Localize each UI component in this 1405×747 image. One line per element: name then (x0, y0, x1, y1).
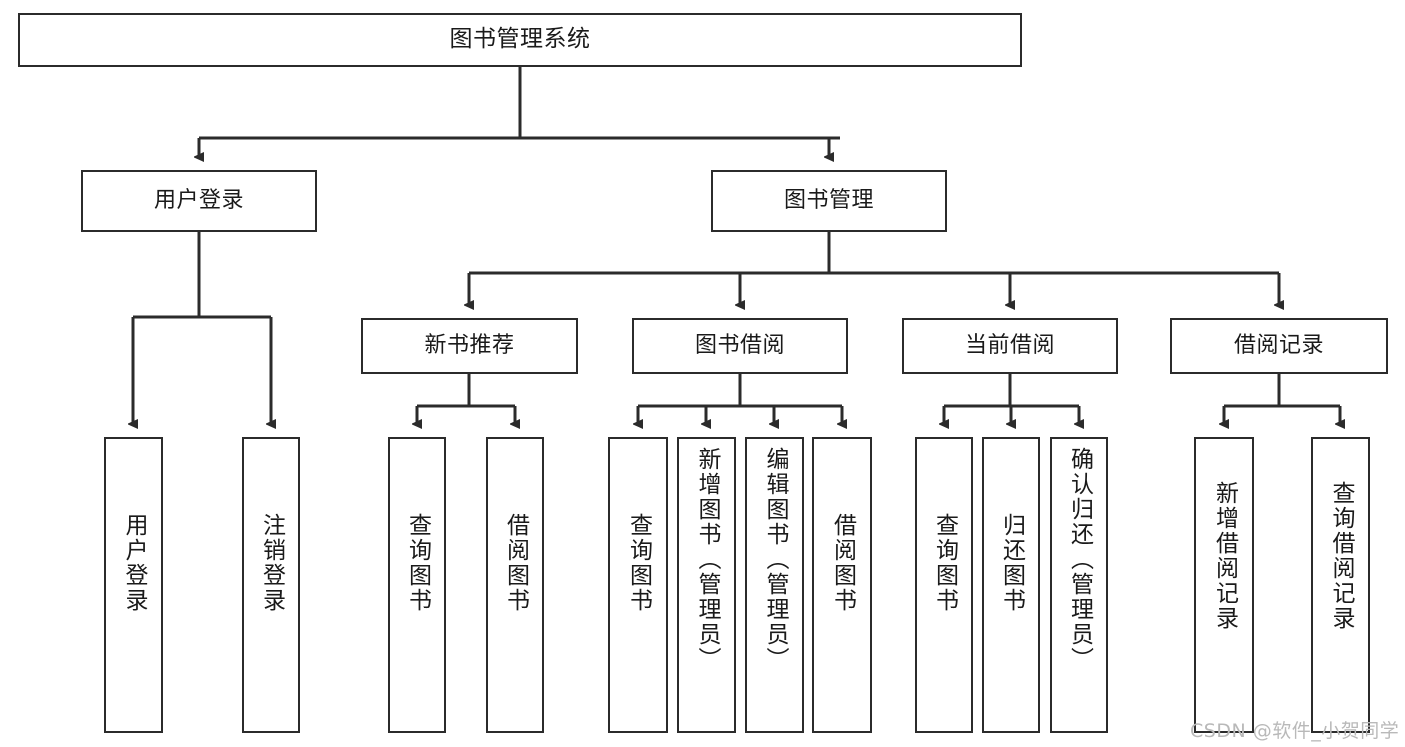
node-leaf-label: 确认归还（管理员） (1066, 447, 1093, 672)
node-leaf-label: 注销登录 (258, 513, 285, 613)
node-leaf-label: 查询图书 (625, 513, 652, 613)
node-leaf-query-book-a[interactable]: 查询图书 (388, 437, 446, 733)
node-borrow-record[interactable]: 借阅记录 (1170, 318, 1388, 374)
node-current-borrow-label: 当前借阅 (964, 332, 1055, 358)
node-root[interactable]: 图书管理系统 (18, 13, 1022, 67)
node-current-borrow[interactable]: 当前借阅 (902, 318, 1118, 374)
node-leaf-label: 查询图书 (931, 513, 958, 613)
node-book-manage[interactable]: 图书管理 (711, 170, 947, 232)
node-borrow-record-label: 借阅记录 (1233, 332, 1324, 358)
node-leaf-user-login[interactable]: 用户登录 (104, 437, 163, 733)
node-leaf-query-book-c[interactable]: 查询图书 (915, 437, 973, 733)
node-new-book-recommend[interactable]: 新书推荐 (361, 318, 578, 374)
node-leaf-confirm-return-admin[interactable]: 确认归还（管理员） (1050, 437, 1108, 733)
node-leaf-label: 用户登录 (121, 513, 147, 613)
node-root-label: 图书管理系统 (449, 26, 591, 53)
node-leaf-label: 借阅图书 (829, 513, 856, 613)
node-leaf-edit-book-admin[interactable]: 编辑图书（管理员） (745, 437, 804, 733)
node-leaf-query-borrow-record[interactable]: 查询借阅记录 (1311, 437, 1370, 733)
node-book-manage-label: 图书管理 (783, 187, 874, 213)
node-user-login-label: 用户登录 (153, 187, 244, 213)
node-new-book-recommend-label: 新书推荐 (424, 332, 515, 358)
node-leaf-label: 新增图书（管理员） (694, 447, 720, 672)
node-leaf-label: 查询图书 (404, 513, 431, 613)
node-leaf-label: 查询借阅记录 (1328, 481, 1354, 631)
node-leaf-query-book-b[interactable]: 查询图书 (608, 437, 668, 733)
node-user-login[interactable]: 用户登录 (81, 170, 317, 232)
node-book-borrow-label: 图书借阅 (694, 332, 785, 358)
node-leaf-return-book[interactable]: 归还图书 (982, 437, 1040, 733)
node-leaf-label: 借阅图书 (502, 513, 529, 613)
node-leaf-logout[interactable]: 注销登录 (242, 437, 300, 733)
csdn-watermark: CSDN @软件_小贺同学 (1190, 720, 1400, 742)
node-leaf-borrow-book-b[interactable]: 借阅图书 (812, 437, 872, 733)
node-leaf-add-book-admin[interactable]: 新增图书（管理员） (677, 437, 736, 733)
node-leaf-label: 编辑图书（管理员） (762, 447, 788, 672)
node-leaf-add-borrow-record[interactable]: 新增借阅记录 (1194, 437, 1254, 733)
node-book-borrow[interactable]: 图书借阅 (632, 318, 848, 374)
node-leaf-borrow-book-a[interactable]: 借阅图书 (486, 437, 544, 733)
node-leaf-label: 归还图书 (998, 513, 1025, 613)
node-leaf-label: 新增借阅记录 (1211, 481, 1238, 631)
